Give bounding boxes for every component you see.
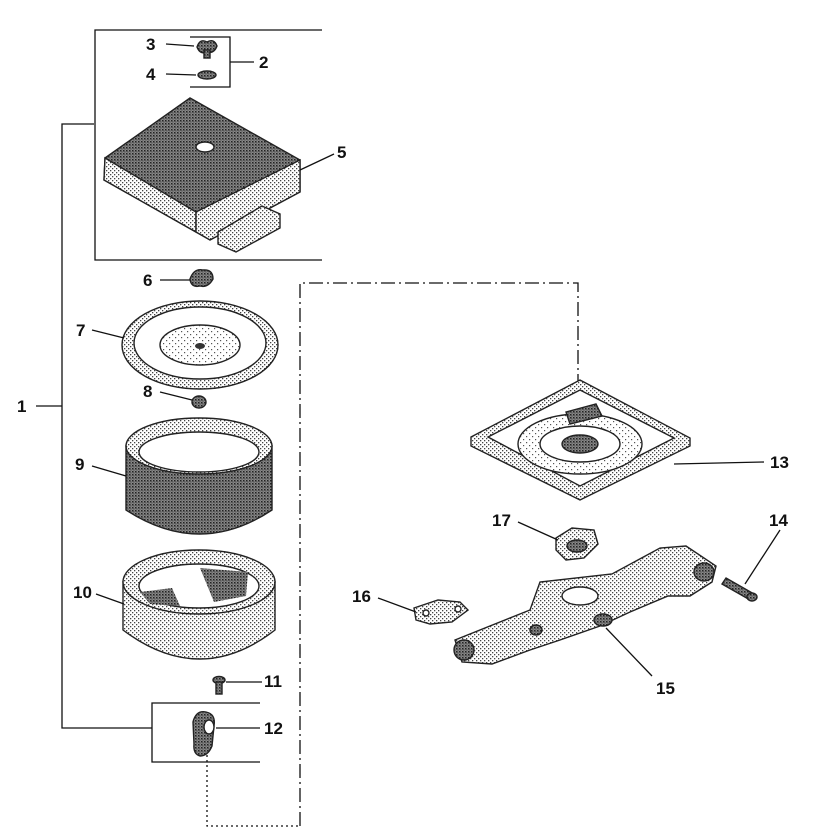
callout-15: 15 <box>656 679 675 698</box>
callout-17: 17 <box>492 511 511 530</box>
stud-part <box>721 577 758 602</box>
wing-nut-part <box>196 39 218 59</box>
cover-plate-part <box>121 300 279 390</box>
callout-3: 3 <box>146 35 155 54</box>
intake-manifold-part <box>453 545 717 665</box>
callout-13: 13 <box>770 453 789 472</box>
group-1-bracket <box>36 123 152 729</box>
callout-5: 5 <box>337 143 346 162</box>
callout-1: 1 <box>17 397 26 416</box>
callout-6: 6 <box>143 271 152 290</box>
grommet-part <box>191 395 207 409</box>
callout-14: 14 <box>769 511 788 530</box>
callout-labels: 1 2 3 4 5 6 7 8 9 10 11 12 13 14 15 16 1… <box>17 35 789 738</box>
routing-dashed-line <box>206 282 579 827</box>
callout-2: 2 <box>259 53 268 72</box>
air-cleaner-cover-part <box>103 97 301 253</box>
callout-10: 10 <box>73 583 92 602</box>
callout-8: 8 <box>143 382 152 401</box>
callout-12: 12 <box>264 719 283 738</box>
nut-part <box>189 269 214 288</box>
screw-part <box>212 675 226 695</box>
callout-4: 4 <box>146 65 156 84</box>
gasket-part-17 <box>555 527 599 561</box>
washer-part <box>197 70 217 80</box>
precleaner-part <box>125 417 273 535</box>
callout-16: 16 <box>352 587 371 606</box>
elbow-fitting-part <box>192 711 216 757</box>
leader-lines <box>91 43 781 729</box>
group-12-bracket <box>151 702 260 763</box>
callout-7: 7 <box>76 321 85 340</box>
group-2-bracket <box>190 36 254 88</box>
filter-element-part <box>122 549 276 660</box>
gasket-part-16 <box>413 599 470 625</box>
cover-assembly-box <box>94 29 322 261</box>
callout-9: 9 <box>75 455 84 474</box>
callout-11: 11 <box>264 672 282 691</box>
base-plate-part <box>470 379 691 501</box>
